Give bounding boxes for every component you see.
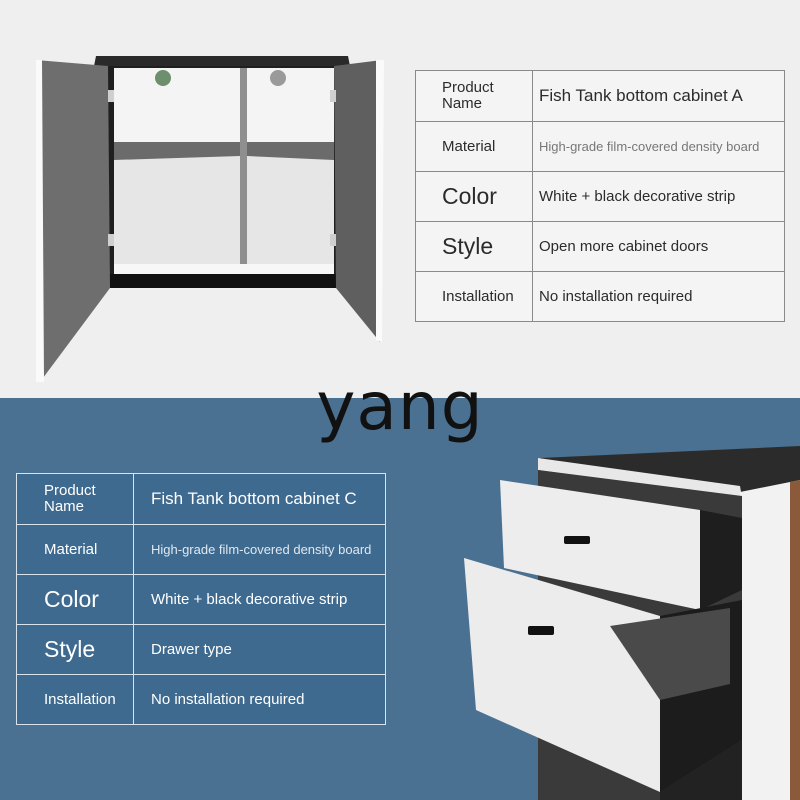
product-name-value: Fish Tank bottom cabinet C <box>133 473 386 525</box>
table-row: Material High-grade film-covered density… <box>16 524 386 575</box>
table-row: Color White + black decorative strip <box>415 171 785 222</box>
product-name-label: Product Name <box>16 473 134 525</box>
table-row: Installation No installation required <box>415 271 785 322</box>
cabinet-a-image <box>36 56 384 382</box>
table-row: Color White + black decorative strip <box>16 574 386 625</box>
table-row: Product Name Fish Tank bottom cabinet A <box>415 70 785 122</box>
style-label: Style <box>16 624 134 675</box>
watermark-text: yang <box>316 368 484 445</box>
material-label: Material <box>415 121 533 172</box>
table-row: Style Open more cabinet doors <box>415 221 785 272</box>
material-value: High-grade film-covered density board <box>133 524 386 575</box>
table-row: Installation No installation required <box>16 674 386 725</box>
color-label: Color <box>415 171 533 222</box>
installation-value: No installation required <box>133 674 386 725</box>
color-value: White + black decorative strip <box>532 171 785 222</box>
style-value: Open more cabinet doors <box>532 221 785 272</box>
product-name-value: Fish Tank bottom cabinet A <box>532 70 785 122</box>
installation-value: No installation required <box>532 271 785 322</box>
style-value: Drawer type <box>133 624 386 675</box>
product-name-label: Product Name <box>415 70 533 122</box>
cabinet-c-image <box>464 446 800 800</box>
spec-table-cabinet-c: Product Name Fish Tank bottom cabinet C … <box>16 473 386 725</box>
material-value: High-grade film-covered density board <box>532 121 785 172</box>
installation-label: Installation <box>16 674 134 725</box>
color-label: Color <box>16 574 134 625</box>
material-label: Material <box>16 524 134 575</box>
color-value: White + black decorative strip <box>133 574 386 625</box>
table-row: Product Name Fish Tank bottom cabinet C <box>16 473 386 525</box>
table-row: Material High-grade film-covered density… <box>415 121 785 172</box>
installation-label: Installation <box>415 271 533 322</box>
style-label: Style <box>415 221 533 272</box>
spec-table-cabinet-a: Product Name Fish Tank bottom cabinet A … <box>415 70 785 322</box>
table-row: Style Drawer type <box>16 624 386 675</box>
